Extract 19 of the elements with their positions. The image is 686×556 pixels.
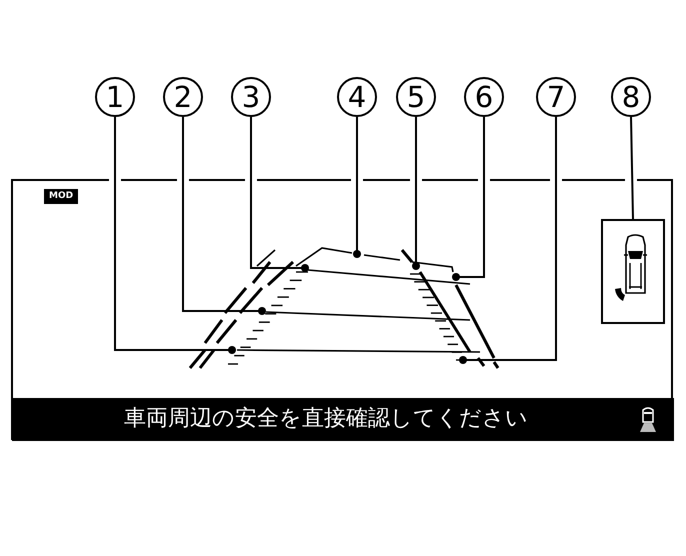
warning-message: 車両周辺の安全を直接確認してください — [124, 405, 528, 433]
callout-number: 5 — [396, 77, 436, 117]
mode-badge: MOD — [44, 189, 78, 204]
icon-panel — [601, 219, 665, 324]
callout-number: 3 — [231, 77, 271, 117]
leader-line — [452, 117, 485, 281]
callout-number: 7 — [536, 77, 576, 117]
leader-line — [459, 117, 557, 364]
leader-line — [630, 116, 634, 220]
leader-line — [353, 117, 361, 258]
leader-line — [250, 117, 309, 272]
callout-number: 4 — [337, 77, 377, 117]
callout-number: 8 — [611, 77, 651, 117]
leader-line — [114, 117, 236, 354]
leader-line — [412, 117, 420, 270]
callout-number: 2 — [163, 77, 203, 117]
leader-line — [182, 117, 266, 315]
callout-number: 1 — [95, 77, 135, 117]
callout-number: 6 — [464, 77, 504, 117]
